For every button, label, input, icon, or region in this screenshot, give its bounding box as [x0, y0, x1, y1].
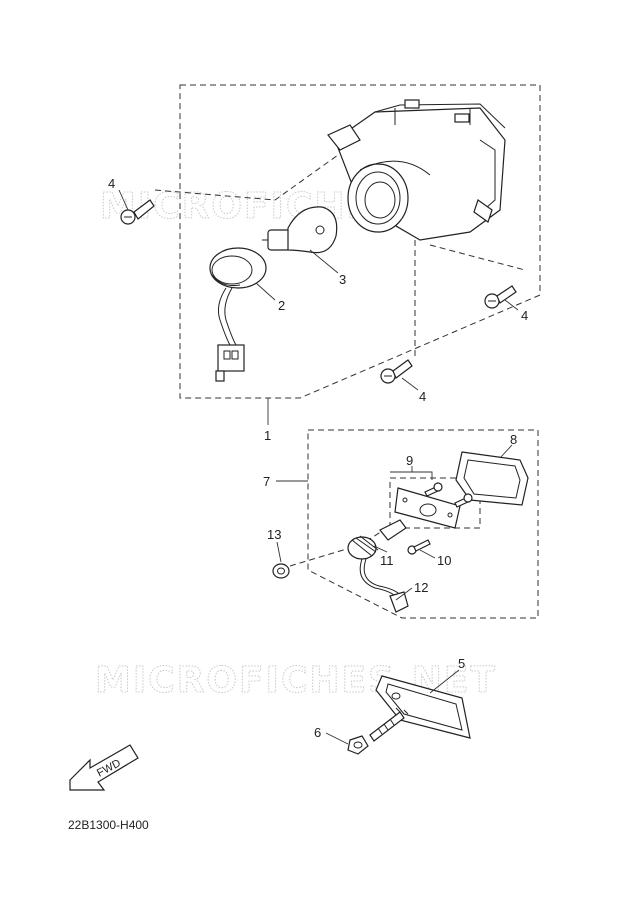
callout-6: 6 [314, 725, 321, 740]
leader-4b [504, 299, 519, 311]
fwd-label: FWD [95, 757, 123, 779]
callout-4-left: 4 [108, 176, 115, 191]
callout-9: 9 [406, 453, 413, 468]
bulb-socket [209, 247, 267, 382]
assembly-1-outline [179, 84, 541, 399]
nut-6 [347, 735, 369, 755]
callout-8: 8 [510, 432, 517, 447]
tail-base-plate [394, 487, 461, 529]
reflector [375, 675, 471, 739]
screw-4-right [484, 285, 517, 309]
tail-bulb-socket [347, 519, 409, 613]
callout-11: 11 [380, 553, 394, 568]
reflector-stud [369, 711, 405, 742]
callout-4-right: 4 [521, 308, 528, 323]
diagram-code: 22B1300-H400 [68, 818, 149, 832]
leader-4a [118, 189, 129, 211]
leader-8 [499, 444, 513, 459]
leader-9 [390, 466, 433, 480]
callout-10: 10 [437, 553, 451, 568]
screw-4-bottom [380, 359, 413, 384]
screw-4-left [120, 199, 155, 225]
assembly-1-guide-a [154, 149, 346, 201]
assembly-1-guide-b [429, 244, 526, 271]
headlight-bulb [262, 206, 338, 254]
plate-screws [424, 482, 473, 508]
leader-5 [429, 669, 460, 694]
leader-11 [373, 545, 388, 553]
leader-2 [255, 282, 276, 301]
callout-13: 13 [267, 527, 281, 542]
leader-4c [401, 377, 419, 391]
callout-12: 12 [414, 580, 428, 595]
headlight-housing [327, 99, 506, 241]
tail-lens-cover [455, 451, 529, 506]
leader-12 [395, 587, 413, 601]
callout-3: 3 [339, 272, 346, 287]
callout-7: 7 [263, 474, 270, 489]
callout-1: 1 [264, 428, 271, 443]
callout-5: 5 [458, 656, 465, 671]
assembly-7-outline [307, 429, 539, 619]
fwd-arrow: FWD [69, 744, 139, 791]
callout-4-bottom: 4 [419, 389, 426, 404]
nut-13 [272, 563, 290, 579]
assembly-9-outline [389, 477, 481, 529]
leader-6 [325, 732, 349, 745]
callout-2: 2 [278, 298, 285, 313]
screw-10 [407, 539, 431, 555]
leader-3 [309, 249, 339, 274]
leader-10 [419, 549, 436, 559]
leader-13 [276, 541, 282, 563]
